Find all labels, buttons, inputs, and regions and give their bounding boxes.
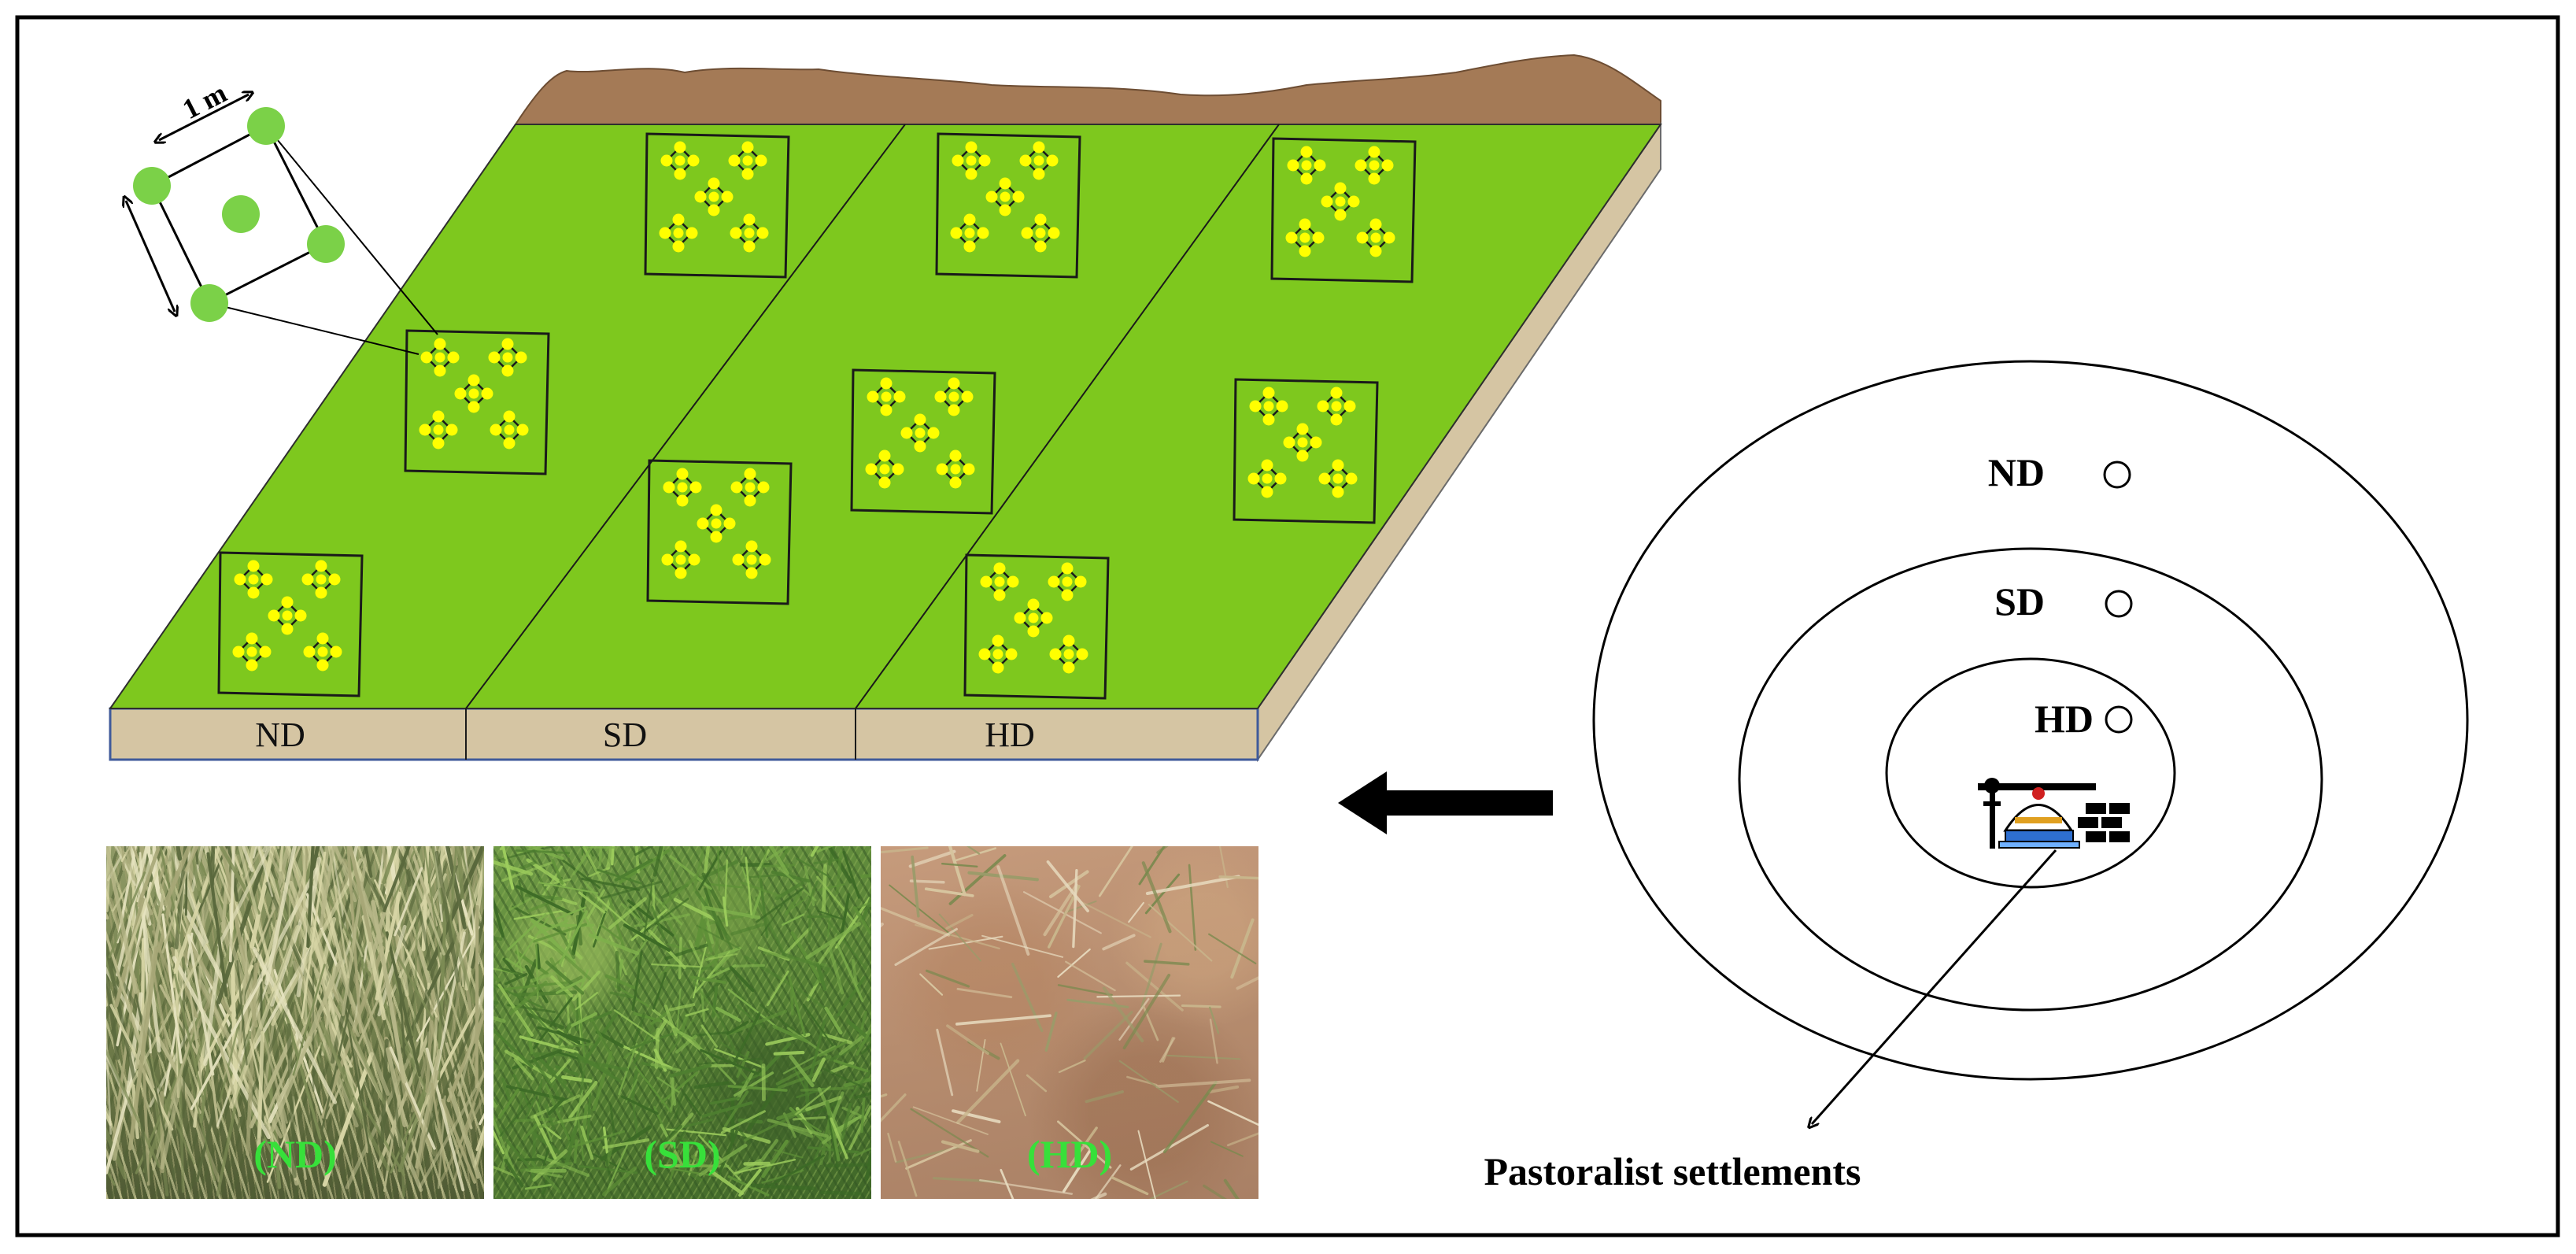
plant-cluster [730, 213, 769, 253]
plant-cluster [900, 413, 940, 453]
plant-cluster [730, 468, 770, 507]
plant-cluster [454, 374, 493, 413]
plant-cluster [1249, 387, 1288, 426]
photo-label-nd: (ND) [253, 1132, 337, 1176]
plant-cluster [660, 141, 700, 180]
plant-cluster [268, 596, 307, 635]
plant-cluster [420, 338, 460, 377]
plant-cluster [978, 634, 1018, 674]
plant-cluster [1049, 634, 1088, 674]
sampling-plot [646, 459, 793, 605]
scale-arrow-side [126, 201, 175, 312]
plant-cluster [1318, 459, 1358, 498]
sampling-plot [1270, 137, 1417, 283]
plant-cluster [950, 213, 989, 253]
settlement-label: Pastoralist settlements [1484, 1149, 1861, 1193]
photo-label-sd: (SD) [644, 1132, 721, 1176]
plant-cluster [1014, 598, 1053, 638]
plant-cluster [985, 177, 1025, 216]
settlement-pointer-arrow [1812, 849, 2057, 1124]
plant-cluster [694, 177, 734, 216]
plant-cluster [232, 632, 272, 671]
plant-cluster [1317, 387, 1356, 426]
plant-cluster [490, 410, 529, 449]
zone-label-sd: SD [1994, 579, 2045, 623]
plant-cluster [234, 560, 273, 599]
plant-cluster [732, 540, 771, 579]
photo-label-hd: (HD) [1026, 1132, 1113, 1176]
quadrat-inset: 1 m [126, 77, 438, 355]
field-top-face [109, 124, 1662, 709]
strip-label-sd: SD [603, 716, 647, 754]
straw-texture [881, 846, 1258, 1199]
sample-point-sd [2105, 590, 2133, 618]
photo-heavy-degradation: (HD) [881, 846, 1258, 1199]
plant-cluster [1285, 218, 1325, 257]
sampling-plot [1233, 378, 1379, 524]
plant-cluster [301, 560, 341, 599]
plant-cluster [936, 449, 975, 489]
sampling-plot [644, 132, 790, 279]
plant-cluster [1048, 562, 1087, 601]
sample-point-hd [2105, 705, 2133, 734]
quadrat-corner-point [133, 167, 171, 205]
plant-cluster [865, 449, 904, 489]
sample-point-nd [2103, 461, 2131, 489]
zone-ellipse-hd [1885, 657, 2176, 889]
zone-ellipse-nd [1592, 360, 2469, 1081]
big-left-arrow [1338, 771, 1553, 834]
plant-cluster [697, 504, 736, 543]
plant-cluster [1356, 218, 1395, 257]
zone-label-hd: HD [2035, 697, 2094, 741]
photo-slight-degradation: (SD) [493, 846, 871, 1199]
quadrat-corner-point [190, 284, 228, 322]
zone-label-nd: ND [1988, 450, 2045, 494]
plant-cluster [1283, 423, 1322, 462]
plant-cluster [419, 410, 458, 449]
quadrat-center-point [222, 195, 260, 233]
plant-cluster [303, 632, 342, 671]
plant-cluster [659, 213, 698, 253]
photo-ungrazed-grassland: (ND) [106, 846, 484, 1199]
strip-label-hd: HD [985, 716, 1035, 754]
plant-cluster [1247, 459, 1287, 498]
sampling-plot [963, 553, 1110, 700]
grass-texture [106, 846, 484, 1197]
strip-label-nd: ND [255, 716, 305, 754]
plant-cluster [934, 377, 974, 416]
strip-divider-1 [465, 124, 906, 709]
sampling-plot [935, 132, 1081, 279]
sampling-plots [217, 132, 1417, 700]
sampling-plot [217, 551, 364, 697]
plant-cluster [1321, 182, 1360, 221]
plant-cluster [663, 468, 702, 507]
plant-cluster [728, 141, 767, 180]
plant-cluster [952, 141, 991, 180]
zoom-line-top [265, 125, 438, 335]
field-front-face [109, 707, 1259, 761]
plant-cluster [980, 562, 1019, 601]
plant-cluster [1287, 146, 1326, 185]
plant-cluster [1019, 141, 1059, 180]
plant-cluster [488, 338, 527, 377]
sampling-plot [850, 368, 996, 515]
zone-ellipse-sd [1738, 547, 2323, 1012]
grass-texture [493, 846, 871, 1197]
settlement-icon [1978, 778, 2130, 849]
scale-arrow-top [159, 94, 249, 140]
scale-label: 1 m [177, 77, 231, 126]
figure-frame [15, 15, 2560, 1237]
plant-cluster [661, 540, 700, 579]
quadrat-corner-point [307, 225, 345, 263]
plant-cluster [1355, 146, 1394, 185]
zoom-line-bottom [209, 302, 419, 355]
sampling-plot [404, 329, 550, 475]
quadrat-corner-point [247, 107, 285, 145]
plant-cluster [1021, 213, 1060, 253]
strip-divider-2 [855, 124, 1280, 709]
soil-ridge [514, 54, 1661, 125]
plant-cluster [867, 377, 906, 416]
